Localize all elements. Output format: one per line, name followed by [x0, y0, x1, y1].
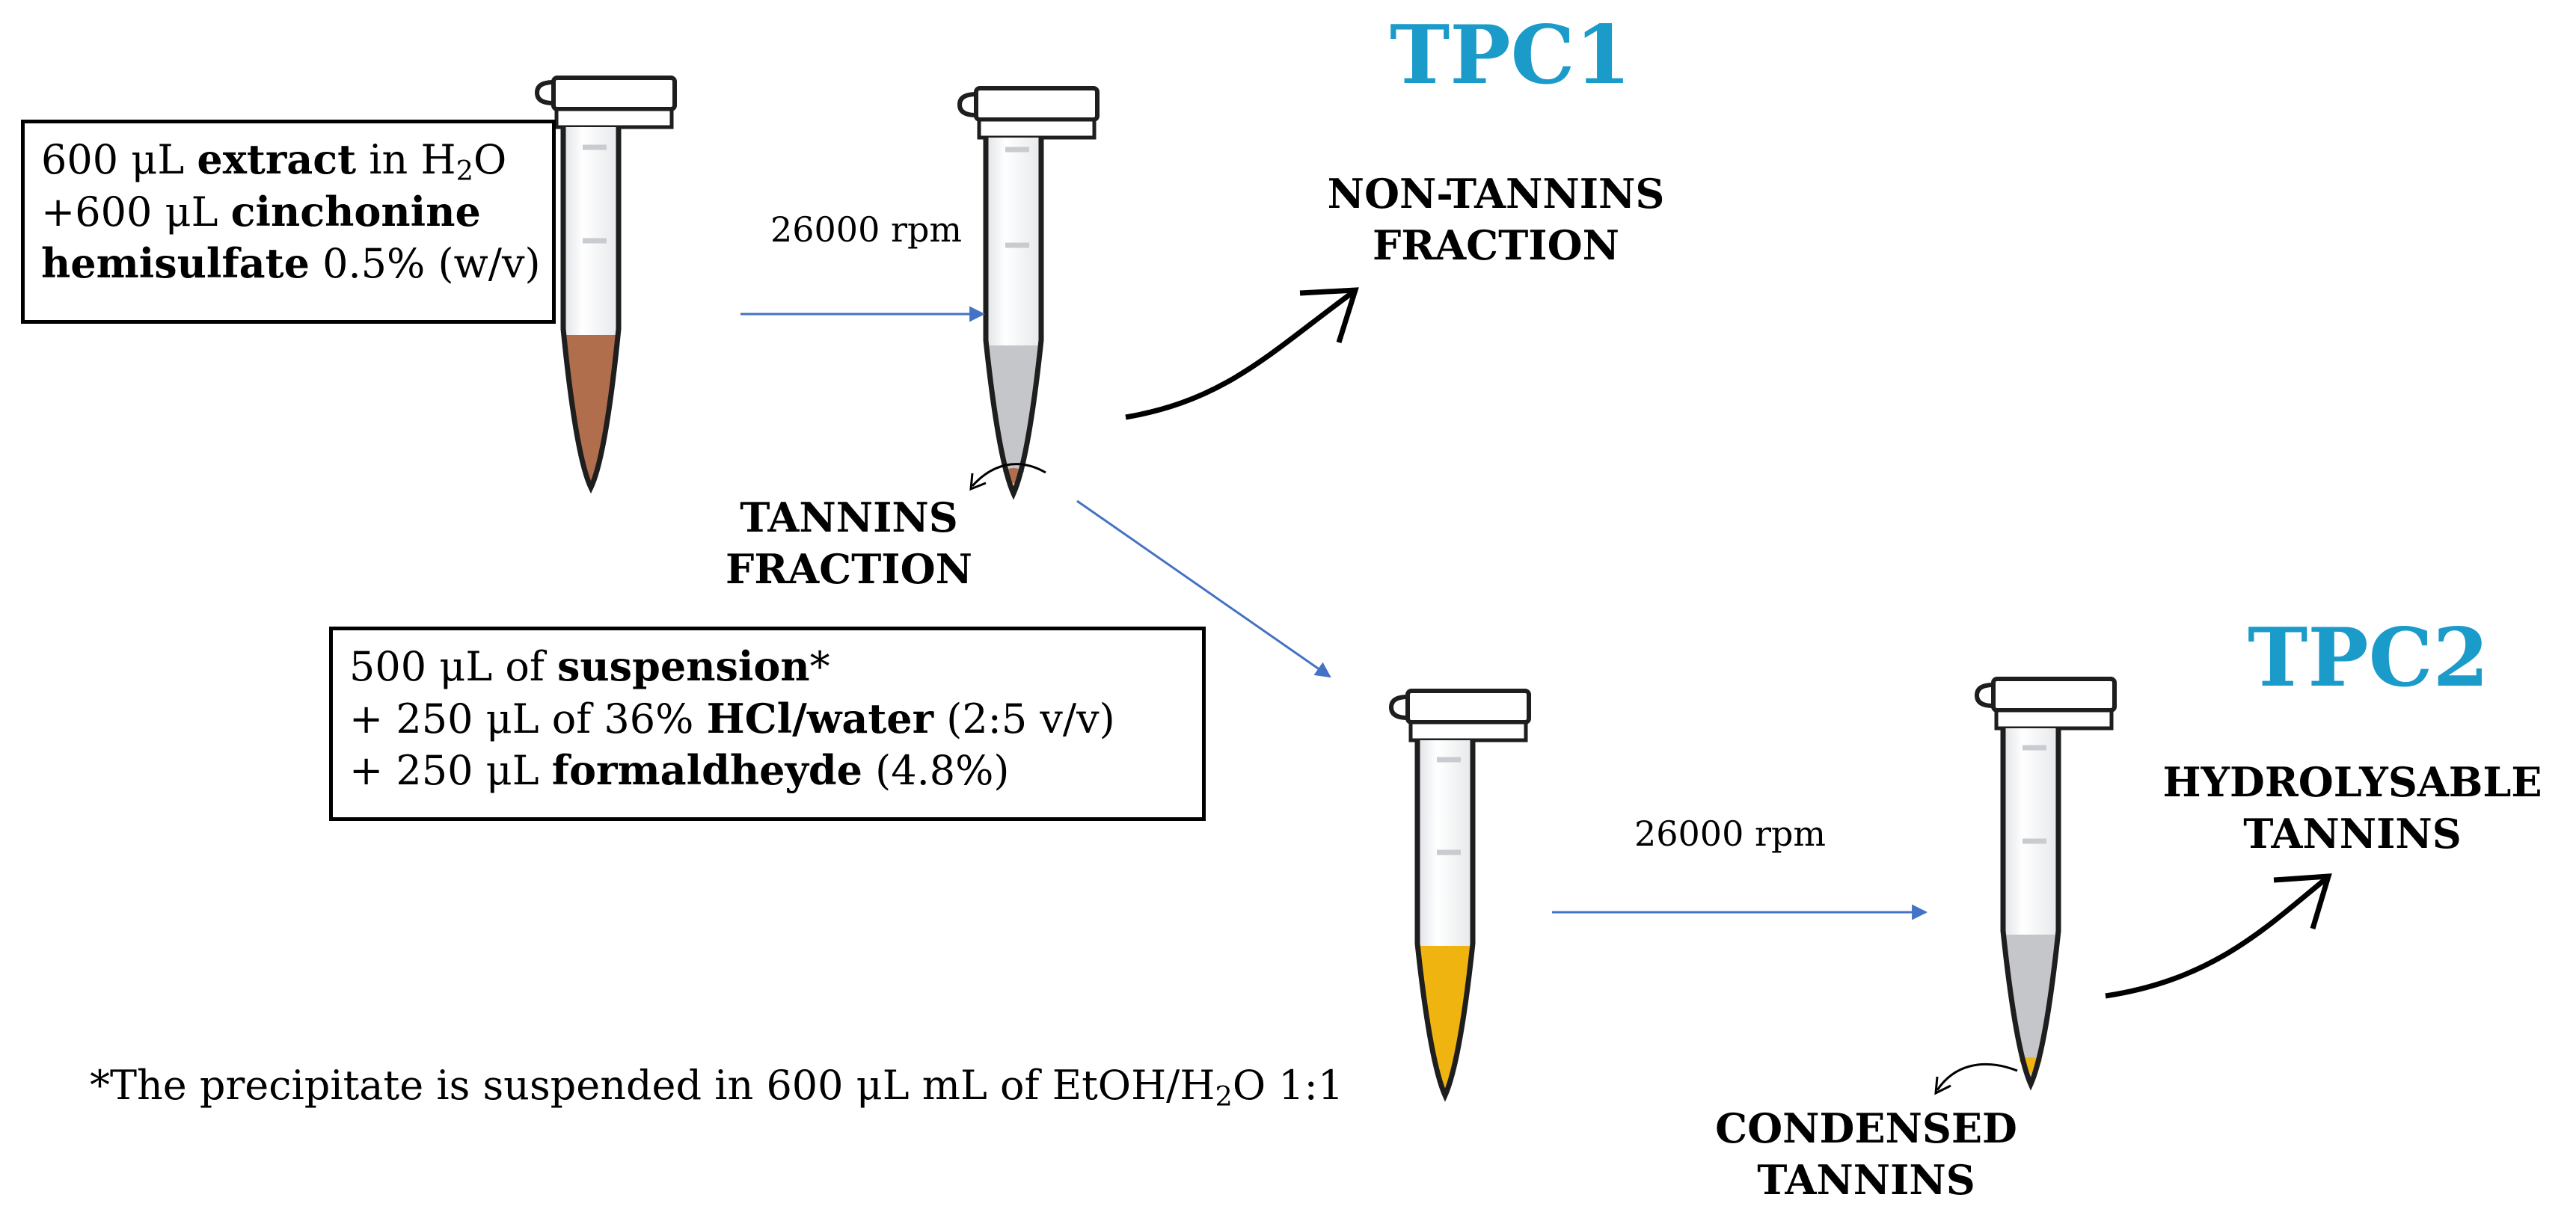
tannins-line1: TANNINS — [740, 493, 958, 541]
arrow-to-non-tannins — [1125, 287, 1359, 420]
tannins-line2: FRACTION — [726, 545, 972, 594]
box2-line3: + 250 μL formaldheyde (4.8%) — [349, 746, 1010, 795]
condensed-line1: CONDENSED — [1715, 1104, 2017, 1152]
tube-extract — [534, 76, 677, 494]
tube-centrifuged-1 — [957, 86, 1100, 500]
tpc2-title: TPC2 — [2248, 611, 2489, 705]
tube-centrifuged-2 — [1974, 677, 2117, 1091]
reagent-box-2: 500 μL of suspension* + 250 μL of 36% HC… — [329, 627, 1206, 821]
non-tannins-line2: FRACTION — [1373, 221, 1619, 270]
non-tannins-line1: NON-TANNINS — [1327, 170, 1665, 218]
box2-line2: + 250 μL of 36% HCl/water (2:5 v/v) — [349, 694, 1115, 742]
non-tannins-fraction-label: NON-TANNINS FRACTION — [1301, 168, 1690, 271]
rpm-label-2: 26000 rpm — [1634, 814, 1827, 854]
hydrolysable-line1: HYDROLYSABLE — [2162, 758, 2542, 806]
box1-line2: +600 μL cinchonine — [41, 187, 481, 236]
tube-yellow — [1388, 689, 1531, 1102]
flow-arrow-to-tube3 — [1076, 499, 1331, 678]
condensed-tannins-label: CONDENSED TANNINS — [1687, 1103, 2046, 1206]
arrow-to-tannins-fraction — [969, 463, 1046, 491]
box1-line3: hemisulfate 0.5% (w/v) — [41, 239, 541, 288]
rpm-label-1: 26000 rpm — [770, 209, 963, 250]
tpc1-title: TPC1 — [1390, 8, 1631, 102]
box1-line1: 600 μL extract in H2O — [41, 135, 507, 188]
footnote: *The precipitate is suspended in 600 μL … — [90, 1062, 1344, 1113]
condensed-line2: TANNINS — [1757, 1156, 1975, 1205]
arrow-to-hydrolysable — [2105, 873, 2332, 999]
hydrolysable-tannins-label: HYDROLYSABLE TANNINS — [2132, 757, 2573, 860]
reagent-box-1: 600 μL extract in H2O +600 μL cinchonine… — [21, 120, 556, 324]
hydrolysable-line2: TANNINS — [2243, 810, 2462, 858]
arrow-to-condensed — [1934, 1062, 2018, 1095]
box2-line1: 500 μL of suspension* — [349, 642, 830, 690]
tannins-fraction-label: TANNINS FRACTION — [677, 492, 1021, 595]
